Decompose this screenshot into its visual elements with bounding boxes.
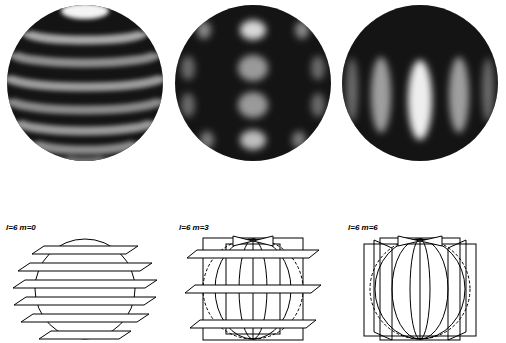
tesseral-sphere-part-part: [181, 56, 195, 80]
tesseral-sphere-part-part: [238, 55, 268, 81]
tesseral-sphere-part-part: [240, 130, 266, 150]
zonal-sphere-part-part-part: [13, 53, 157, 63]
zonal-sphere-part: [7, 5, 163, 161]
tesseral-sphere-part-part: [311, 56, 325, 80]
sectoral-plane-sketch-part: [410, 239, 430, 339]
tesseral-sphere-part-part: [240, 20, 266, 40]
sectoral-plane-sketch-part: [370, 239, 470, 339]
tesseral-plane-sketch-part-part: [187, 250, 319, 258]
zonal-plane-sketch: [13, 239, 157, 339]
zonal-plane-sketch-part-part: [13, 280, 157, 288]
sectoral-sphere-part-part: [449, 57, 469, 133]
zonal-plane-sketch-part-part: [21, 314, 149, 322]
mode-label: l=6 m=6: [347, 223, 379, 233]
zonal-plane-sketch-part-part: [32, 246, 138, 254]
tesseral-plane-sketch-part-part: [190, 320, 316, 328]
sectoral-sphere-part-part: [408, 60, 432, 140]
tesseral-sphere-part-part: [238, 92, 268, 118]
sectoral-plane-sketch-part: [420, 238, 421, 340]
tesseral-plane-sketch-part-part: [185, 285, 321, 293]
zonal-sphere-part-part-part: [26, 32, 144, 40]
zonal-sphere-part-part-part: [34, 142, 136, 150]
zonal-sphere-part-part-part: [64, 158, 106, 162]
sectoral-sphere-part-part: [482, 58, 494, 122]
zonal-plane-sketch-part: [13, 246, 157, 339]
sectoral-sphere-part: [342, 5, 498, 161]
tesseral-sphere-part-part: [292, 131, 306, 149]
sectoral-plane-sketch: [364, 236, 476, 340]
tesseral-plane-sketch-part: [233, 236, 273, 246]
zonal-sphere-part-part: [7, 32, 163, 162]
zonal-plane-sketch-part-part: [18, 263, 152, 271]
tesseral-sphere-part-part: [311, 93, 325, 117]
sectoral-sphere-part-part: [371, 57, 391, 133]
tesseral-sphere-part: [181, 20, 325, 150]
sectoral-plane-sketch-part: [380, 238, 460, 340]
sectoral-sphere-part: [346, 57, 494, 140]
zonal-sphere: [7, 3, 163, 162]
sectoral-plane-sketch-part: [392, 239, 448, 339]
zonal-plane-sketch-part-part: [39, 331, 131, 339]
tesseral-sphere-part-part: [200, 131, 214, 149]
zonal-plane-sketch-part-part: [14, 297, 156, 305]
zonal-sphere-part-part-part: [7, 76, 163, 87]
tesseral-sphere-part-part: [197, 21, 211, 39]
zonal-sphere-part-part: [61, 3, 109, 19]
zonal-sphere-part-part-part: [9, 99, 161, 110]
mode-label: l=6 m=3: [178, 223, 210, 233]
tesseral-sphere: [175, 5, 331, 161]
mode-label: l=6 m=0: [5, 223, 37, 233]
tesseral-sphere-part-part: [181, 93, 195, 117]
tesseral-plane-sketch: [185, 236, 321, 340]
zonal-sphere-part: [7, 3, 163, 162]
tesseral-sphere-part: [175, 5, 331, 161]
zonal-sphere-part-part-part: [17, 121, 153, 131]
tesseral-plane-sketch-part: [185, 250, 321, 328]
sectoral-sphere: [342, 5, 498, 161]
tesseral-sphere-part-part: [295, 21, 309, 39]
sectoral-sphere-part-part: [346, 58, 358, 122]
sectoral-plane-sketch-part: [398, 236, 442, 246]
sectoral-plane-sketch-part: [375, 239, 465, 339]
